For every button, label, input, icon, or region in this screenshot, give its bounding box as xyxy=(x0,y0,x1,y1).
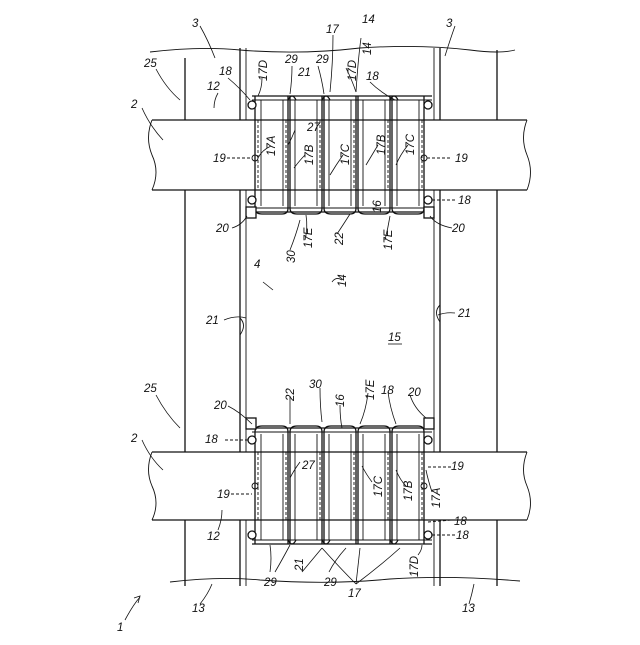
label-bar-bottom: 22 xyxy=(285,388,297,402)
label-side-top: 21 xyxy=(297,67,311,79)
label-nut-bottom-left: 20 xyxy=(213,400,227,412)
label-zone-top: 25 xyxy=(143,58,157,70)
label-tie-end-right: 3 xyxy=(446,18,453,30)
label-loop-bottom-2: 29 xyxy=(323,577,337,589)
label-clip-b-bottom: 17B xyxy=(403,480,415,501)
label-deck-mid: 14 xyxy=(337,274,349,287)
label-clip-e-top-1: 17E xyxy=(303,227,315,248)
label-rail-top: 2 xyxy=(130,99,138,111)
label-side-right: 21 xyxy=(457,308,471,320)
label-bracket-top: 16 xyxy=(372,200,384,213)
label-tie-module: 4 xyxy=(254,259,260,271)
label-loop-top-1: 29 xyxy=(284,54,298,66)
label-loop-bottom-1: 29 xyxy=(263,577,277,589)
label-clip-a-bottom: 17A xyxy=(431,487,443,508)
label-clip-top: 17 xyxy=(326,24,339,36)
label-clip-c-top-2: 17C xyxy=(405,133,417,155)
label-deck-top: 14 xyxy=(362,14,375,26)
label-stud-bottom-right: 19 xyxy=(451,461,464,473)
label-bolt-top-right: 18 xyxy=(366,71,379,83)
label-clip-e-top-2: 17E xyxy=(383,229,395,250)
label-loop-top-2: 29 xyxy=(315,54,329,66)
label-bar-top: 22 xyxy=(334,232,346,246)
rail-bottom xyxy=(130,452,531,520)
label-bolt-bottom-right-upper: 18 xyxy=(454,516,467,528)
label-nut-top-right: 20 xyxy=(451,223,465,235)
label-clip-b-top-1: 17B xyxy=(304,144,316,165)
label-tie-bottom-right-end: 13 xyxy=(462,603,475,615)
label-tie-top-left: 12 xyxy=(207,81,220,93)
label-clip-d-bottom: 17D xyxy=(409,556,421,577)
label-deck-top-2: 14 xyxy=(362,42,374,55)
label-clip-c-bottom: 17C xyxy=(373,475,385,497)
label-stud-top-left: 19 xyxy=(213,153,226,165)
label-stud-top-right: 19 xyxy=(455,153,468,165)
label-frame-bottom: 30 xyxy=(309,379,322,391)
label-bolt-bottom-mid: 18 xyxy=(381,385,394,397)
label-tie-end-left: 3 xyxy=(192,18,199,30)
label-hole-top: 27 xyxy=(306,122,320,134)
label-bolt-bottom-right: 18 xyxy=(456,530,469,542)
label-tie-bottom-left: 12 xyxy=(207,531,220,543)
label-bracket-bottom: 16 xyxy=(335,394,347,407)
label-bolt-bottom-left: 18 xyxy=(205,434,218,446)
label-panel: 15 xyxy=(388,332,401,344)
label-clip-a-top: 17A xyxy=(266,135,278,156)
rail-top xyxy=(130,120,531,190)
label-frame-top: 30 xyxy=(286,250,298,263)
label-clip-b-top-2: 17B xyxy=(376,134,388,155)
label-stud-bottom-left: 19 xyxy=(217,489,230,501)
label-clip-c-top-1: 17C xyxy=(340,143,352,165)
label-rail-bottom: 2 xyxy=(130,433,138,445)
label-tie-bottom-left-end: 13 xyxy=(192,603,205,615)
label-clip-d-top-right: 17D xyxy=(347,60,359,81)
label-zone-bottom: 25 xyxy=(143,383,157,395)
label-bolt-top-left: 18 xyxy=(219,66,232,78)
label-bolt-top-right-lower: 18 xyxy=(458,195,471,207)
label-nut-bottom-right: 20 xyxy=(407,387,421,399)
label-hole-bottom: 27 xyxy=(301,460,315,472)
label-clip-e-bottom: 17E xyxy=(365,379,377,400)
leader-lines xyxy=(125,26,474,620)
label-figure-ref: 1 xyxy=(117,622,123,634)
label-nut-top-left: 20 xyxy=(215,223,229,235)
label-clip-d-top-left: 17D xyxy=(258,60,270,81)
label-side-bottom: 21 xyxy=(294,558,306,572)
label-side-left: 21 xyxy=(205,315,219,327)
label-clip-bottom: 17 xyxy=(348,588,361,600)
